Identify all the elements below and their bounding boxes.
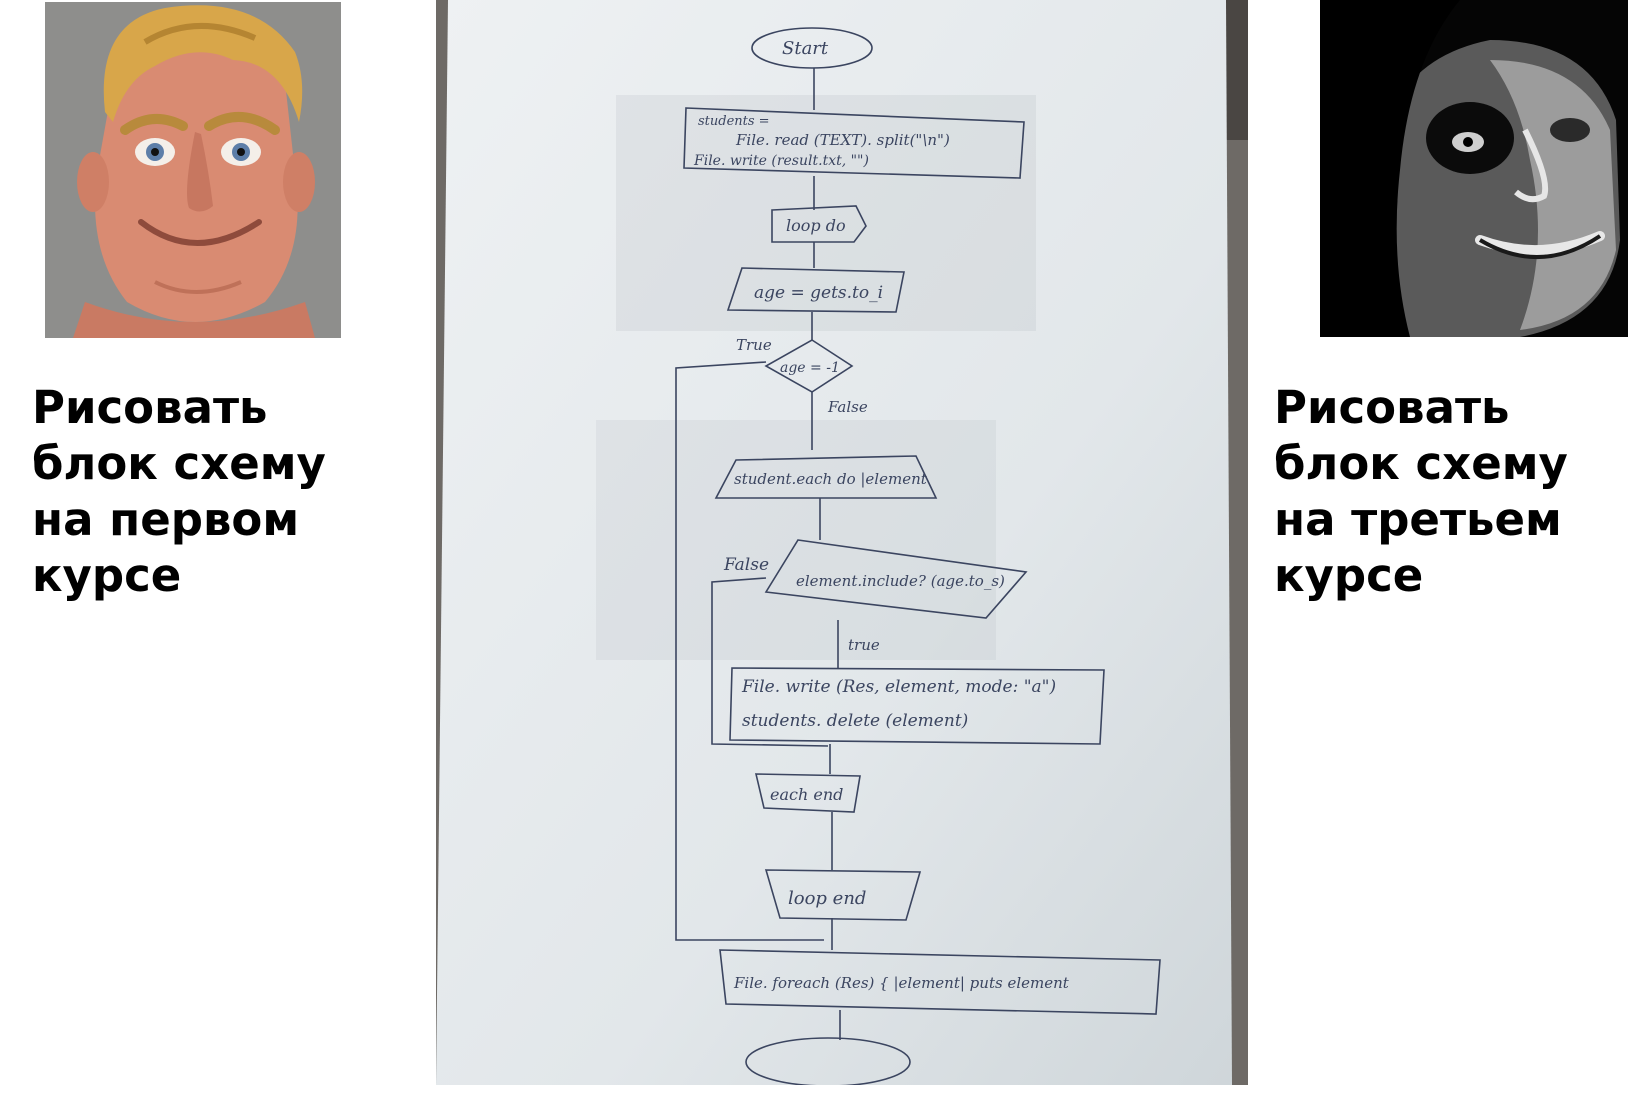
handwritten-flowchart: Start students = File. read (TEXT). spli…: [436, 0, 1248, 1085]
write-line-1: File. write (Res, element, mode: "a"): [741, 677, 1056, 697]
loop-do-label: loop do: [786, 216, 846, 235]
loop-end-label: loop end: [788, 888, 866, 909]
write-line-2: students. delete (element): [742, 711, 968, 731]
include-decision: [764, 539, 1028, 619]
loop-do-block: [771, 205, 867, 243]
each-end-label: each end: [770, 785, 843, 804]
each-end-block: [754, 773, 861, 813]
foreach-label: File. foreach (Res) { |element| puts ele…: [733, 974, 1070, 992]
age-false-label: False: [827, 398, 868, 416]
start-terminal: [751, 27, 873, 69]
mr-incredible-uncanny-image: [1320, 0, 1628, 337]
age-decision-label: age = -1: [780, 360, 840, 376]
age-true-label: True: [736, 336, 772, 354]
init-line-1: students =: [698, 114, 770, 129]
init-line-2: File. read (TEXT). split("\n"): [735, 131, 950, 149]
include-false-label: False: [723, 555, 769, 575]
mr-incredible-happy-image: [45, 2, 341, 338]
end-terminal: [745, 1037, 911, 1085]
input-block: [726, 267, 905, 313]
write-process-box: [729, 667, 1105, 745]
mr-incredible-uncanny-illustration: [1320, 0, 1628, 337]
init-process-box: [683, 107, 1025, 179]
foreach-process-box: [719, 949, 1161, 1015]
caption-first-year: Рисовать блок схему на первом курсе: [32, 381, 326, 602]
include-decision-label: element.include? (age.to_s): [796, 572, 1005, 590]
init-line-3: File. write (result.txt, ""): [693, 153, 869, 169]
flowchart-photo: Start students = File. read (TEXT). spli…: [436, 0, 1248, 1085]
loop-end-block: [764, 869, 922, 921]
each-do-block: [714, 455, 938, 499]
mr-incredible-happy-illustration: [45, 2, 341, 338]
start-label: Start: [782, 38, 829, 59]
each-do-label: student.each do |element: [734, 470, 928, 488]
caption-third-year: Рисовать блок схему на третьем курсе: [1274, 381, 1568, 602]
include-true-label: true: [848, 636, 880, 654]
input-label: age = gets.to_i: [754, 283, 883, 303]
